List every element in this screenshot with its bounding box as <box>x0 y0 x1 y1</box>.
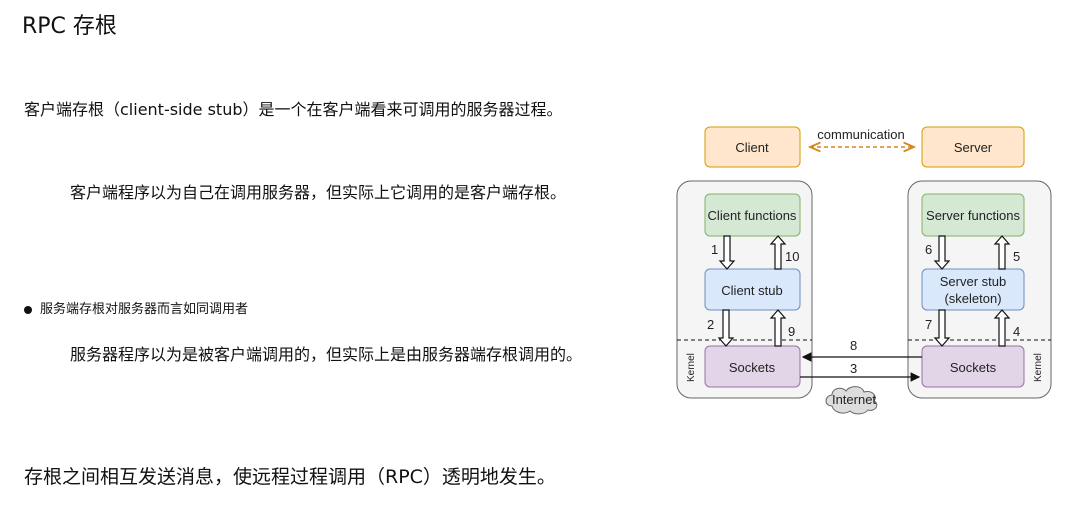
step-label: 9 <box>788 324 795 339</box>
page-title: RPC 存根 <box>22 14 117 39</box>
arrow-step-5 <box>993 235 1011 270</box>
arrow-step-6 <box>933 235 951 270</box>
arrow-step-7 <box>933 309 951 347</box>
client-stub-box <box>704 268 801 311</box>
step-label: 10 <box>785 249 799 264</box>
paragraph-client-stub: 客户端存根（client-side stub）是一个在客户端看来可调用的服务器过… <box>24 100 563 119</box>
step-label: 1 <box>711 242 718 257</box>
server-sockets-box <box>921 345 1025 388</box>
arrow-step-1 <box>718 235 736 270</box>
step-label: 6 <box>925 242 932 257</box>
arrow-step-2 <box>717 309 735 347</box>
server-stub-box <box>921 268 1025 311</box>
client-sockets-label: Sockets <box>729 360 776 375</box>
client-box <box>704 126 801 168</box>
internet-label: Internet <box>832 392 876 407</box>
client-stub-label: Client stub <box>721 283 782 298</box>
internet-cloud-icon <box>825 386 878 415</box>
server-sockets-label: Sockets <box>950 360 997 375</box>
bullet-server-stub: 服务端存根对服务器而言如同调用者 <box>24 298 248 317</box>
client-label: Client <box>735 140 769 155</box>
kernel-label: Kernel <box>686 353 697 382</box>
server-functions-box <box>921 193 1025 237</box>
step-label: 5 <box>1013 249 1020 264</box>
server-stub-label: Server stub <box>940 274 1006 289</box>
step-label: 4 <box>1013 324 1020 339</box>
arrow-step-4 <box>993 309 1011 347</box>
server-box <box>921 126 1025 168</box>
step-label: 8 <box>850 338 857 353</box>
paragraph-summary: 存根之间相互发送消息，使远程过程调用（RPC）透明地发生。 <box>24 466 556 488</box>
kernel-label: Kernel <box>1033 353 1044 382</box>
bullet-text: 服务端存根对服务器而言如同调用者 <box>40 302 249 317</box>
client-sockets-box <box>704 345 801 388</box>
arrow-step-10 <box>769 235 787 270</box>
server-label: Server <box>954 140 993 155</box>
step-label: 2 <box>707 317 714 332</box>
client-functions-box <box>704 193 801 237</box>
paragraph-server-program: 服务器程序以为是被客户端调用的，但实际上是由服务器端存根调用的。 <box>70 345 583 364</box>
server-stub-sublabel: (skeleton) <box>944 291 1001 306</box>
step-label: 7 <box>925 317 932 332</box>
step-label: 3 <box>850 361 857 376</box>
client-functions-label: Client functions <box>708 208 797 223</box>
arrow-step-9 <box>769 309 787 347</box>
paragraph-client-program: 客户端程序以为自己在调用服务器，但实际上它调用的是客户端存根。 <box>70 183 567 202</box>
communication-label: communication <box>817 127 904 142</box>
bullet-icon <box>24 305 32 314</box>
server-functions-label: Server functions <box>926 208 1020 223</box>
